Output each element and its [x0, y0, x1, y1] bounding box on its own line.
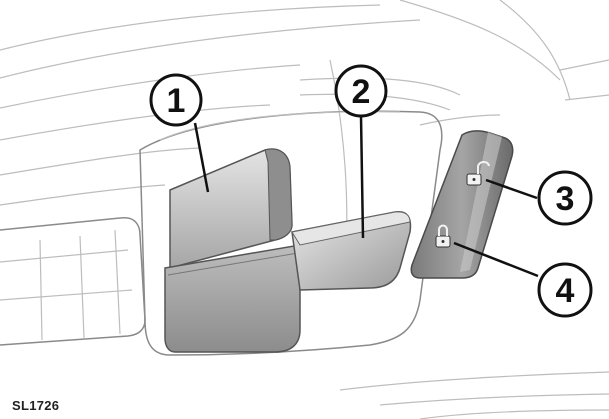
unlock-icon: [466, 161, 490, 186]
leader-lines: [193, 115, 539, 278]
leader-line-2: [359, 115, 365, 239]
callout-3: 3: [537, 170, 593, 226]
lock-icon: [435, 224, 451, 248]
callout-number-4: 4: [556, 272, 575, 310]
unlock-switch[interactable]: [466, 161, 490, 186]
lock-switch-panel: [410, 130, 514, 279]
callout-1: 1: [149, 73, 203, 127]
door-lever[interactable]: [291, 210, 412, 291]
callout-2: 2: [334, 64, 388, 118]
callout-number-1: 1: [167, 82, 186, 120]
interior-door-release-handle[interactable]: [164, 148, 301, 353]
leader-line-4: [453, 241, 539, 278]
callout-number-2: 2: [352, 73, 371, 111]
figure-code: SL1726: [12, 398, 60, 413]
lock-switch[interactable]: [435, 224, 451, 248]
door-pocket: [0, 216, 146, 346]
leader-line-1: [193, 122, 210, 193]
callout-4: 4: [537, 262, 593, 318]
leader-line-3: [485, 178, 538, 200]
callout-number-3: 3: [556, 180, 575, 218]
